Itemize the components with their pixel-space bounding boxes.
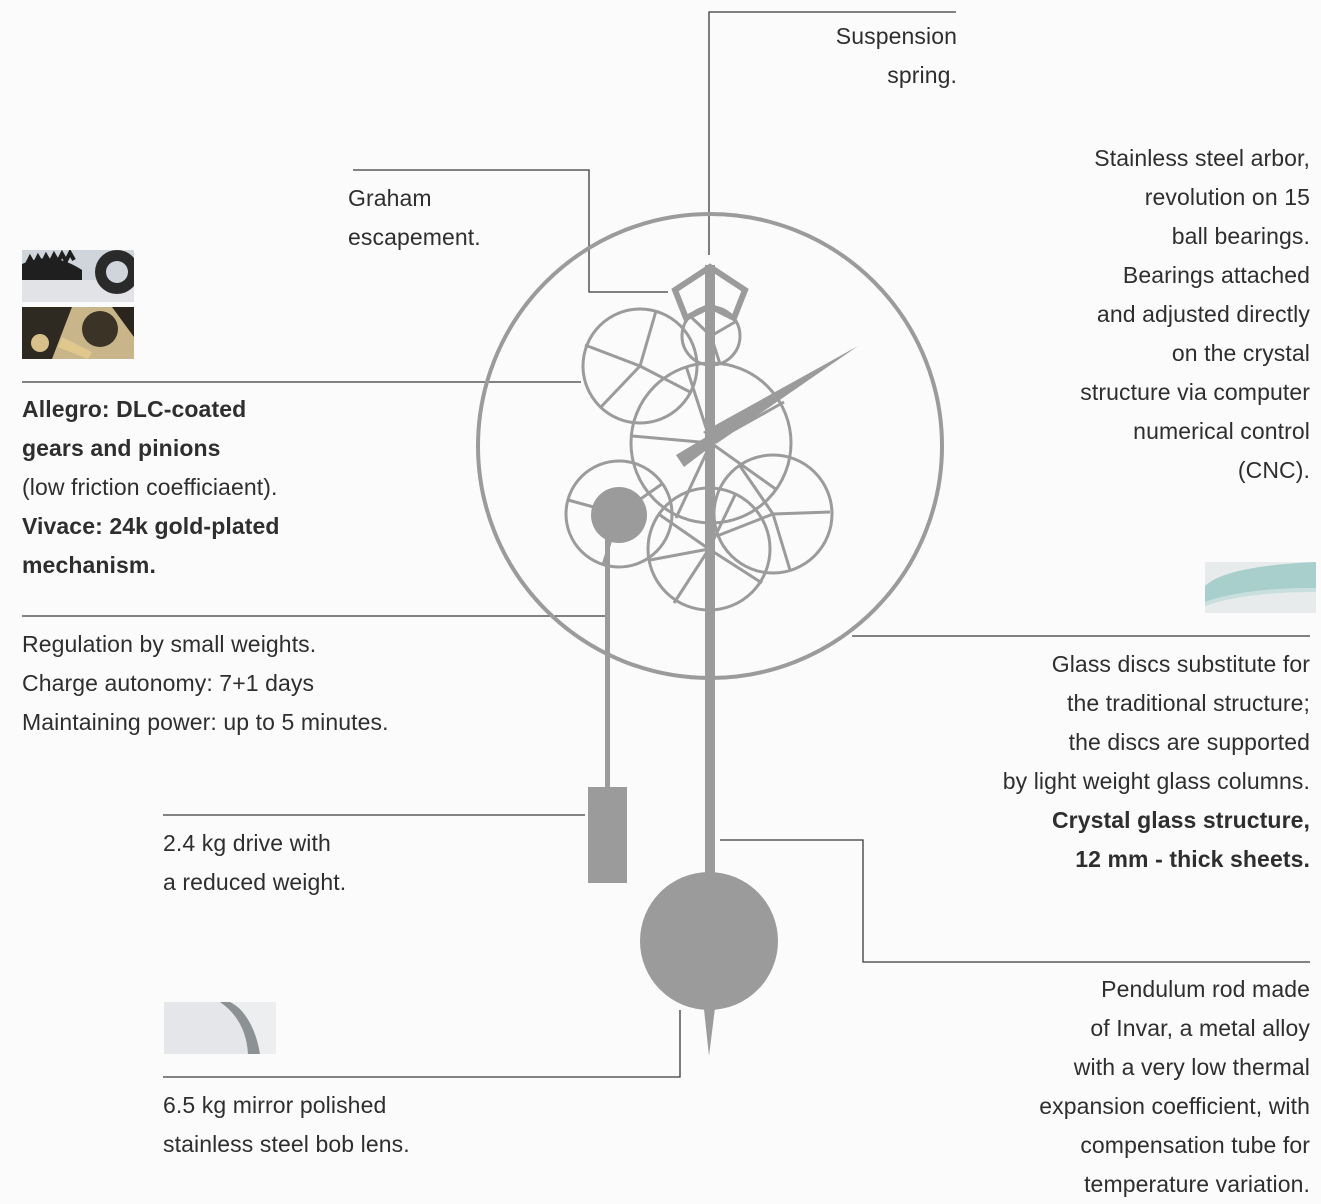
regulation-line-2: Charge autonomy: 7+1 days	[22, 670, 315, 696]
gears-bold-line-1: Allegro: DLC-coated	[22, 396, 247, 422]
gear-bottom	[646, 486, 772, 612]
regulation-line-3: Maintaining power: up to 5 minutes.	[22, 709, 389, 735]
pendulum-line-4: expansion coefficient, with	[1039, 1093, 1310, 1119]
glass-bold-line-1: Crystal glass structure,	[1051, 807, 1310, 833]
suspension-line-1: Suspension	[835, 23, 957, 49]
gold-gear-icon	[22, 307, 134, 359]
regulation-pulley	[591, 487, 647, 543]
arbor-line-3: ball bearings.	[1171, 223, 1310, 249]
annotation-bob: 6.5 kg mirror polished stainless steel b…	[163, 1086, 410, 1164]
annotation-arbor: Stainless steel arbor, revolution on 15 …	[950, 139, 1310, 490]
annotation-gears: Allegro: DLC-coated gears and pinions (l…	[22, 390, 280, 585]
arbor-line-9: (CNC).	[1237, 457, 1310, 483]
regulation-line-1: Regulation by small weights.	[22, 631, 317, 657]
arbor-line-1: Stainless steel arbor,	[1094, 145, 1310, 171]
pendulum-line-5: compensation tube for	[1080, 1132, 1310, 1158]
bob-lens-photo	[164, 1002, 276, 1054]
glass-line-4: by light weight glass columns.	[1002, 768, 1310, 794]
gears-bold-line-2: gears and pinions	[22, 435, 221, 461]
escapement-line-1: Graham	[348, 185, 432, 211]
pendulum-line-6: temperature variation.	[1084, 1171, 1310, 1197]
arbor-line-4: Bearings attached	[1122, 262, 1310, 288]
gears-bold-line-4: mechanism.	[22, 552, 156, 578]
leader-lines	[22, 11, 1310, 1078]
pendulum-tip	[703, 1000, 716, 1056]
clock-mechanism	[476, 212, 944, 1056]
annotation-suspension: Suspension spring.	[637, 17, 957, 95]
annotation-pendulum: Pendulum rod made of Invar, a metal allo…	[950, 970, 1310, 1204]
gear-wheels	[564, 305, 834, 612]
glass-edge-photo	[1205, 562, 1316, 613]
arbor-line-7: structure via computer	[1080, 379, 1310, 405]
glass-bold-line-2: 12 mm - thick sheets.	[1075, 846, 1310, 872]
annotation-glass: Glass discs substitute for the tradition…	[930, 645, 1310, 879]
bob-lens-icon	[164, 1002, 276, 1054]
leader-bob	[163, 1010, 681, 1078]
pendulum-line-1: Pendulum rod made	[1101, 976, 1310, 1002]
gear-top-left	[581, 307, 699, 425]
gear-right	[712, 453, 834, 575]
arbor-line-8: numerical control	[1133, 418, 1310, 444]
suspension-line-2: spring.	[887, 62, 957, 88]
gears-bold-line-3: Vivace: 24k gold-plated	[22, 513, 280, 539]
dlc-gear-icon	[22, 250, 134, 302]
dlc-gear-photo	[22, 250, 134, 302]
glass-edge-icon	[1205, 562, 1316, 613]
gears-normal-line: (low friction coefficiaent).	[22, 474, 278, 500]
arbor-line-2: revolution on 15	[1144, 184, 1310, 210]
drive-line-2: a reduced weight.	[163, 869, 347, 895]
annotation-regulation: Regulation by small weights. Charge auto…	[22, 625, 389, 742]
leader-pendulum	[720, 839, 1310, 963]
pendulum-rod	[705, 265, 715, 880]
bob-line-1: 6.5 kg mirror polished	[163, 1092, 387, 1118]
arbor-line-5: and adjusted directly	[1096, 301, 1310, 327]
drive-line-1: 2.4 kg drive with	[163, 830, 331, 856]
drive-weight	[588, 787, 627, 883]
leader-escapement	[353, 169, 668, 293]
pendulum-bob	[640, 872, 778, 1010]
leader-suspension	[708, 11, 956, 255]
glass-line-1: Glass discs substitute for	[1051, 651, 1310, 677]
drive-cord	[605, 535, 610, 790]
bob-line-2: stainless steel bob lens.	[163, 1131, 410, 1157]
hour-hand	[676, 388, 788, 467]
pendulum-line-3: with a very low thermal	[1073, 1054, 1310, 1080]
arbor-line-6: on the crystal	[1171, 340, 1310, 366]
annotation-escapement: Graham escapement.	[348, 179, 481, 257]
annotation-drive: 2.4 kg drive with a reduced weight.	[163, 824, 346, 902]
glass-line-3: the discs are supported	[1068, 729, 1310, 755]
gold-gear-photo	[22, 307, 134, 359]
glass-line-2: the traditional structure;	[1067, 690, 1310, 716]
escapement-line-2: escapement.	[348, 224, 481, 250]
pendulum-line-2: of Invar, a metal alloy	[1090, 1015, 1310, 1041]
